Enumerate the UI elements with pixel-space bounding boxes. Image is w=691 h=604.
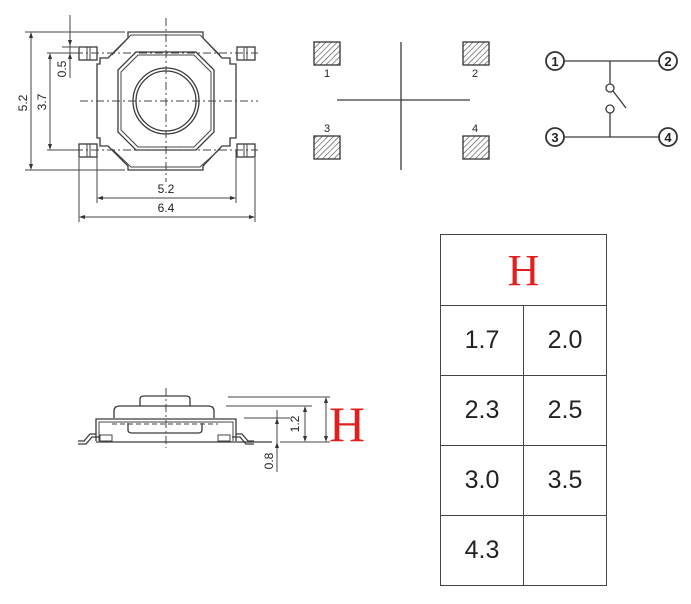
height-options-table: H 1.7 2.0 2.3 2.5 3.0 3.5 4.3 [440,234,607,586]
pad-1 [313,41,341,66]
terminal-2 [658,51,678,71]
table-row: 1.7 2.0 [440,305,607,376]
body-outline [96,31,237,171]
dim-pad-pitch: 3.7 [35,93,49,110]
table-cell: 2.3 [440,375,524,446]
pad-4 [462,135,490,160]
table-cell: 2.5 [523,375,607,446]
terminal-label-2: 2 [664,54,671,69]
lead-left [78,436,100,445]
pad-3 [313,135,341,160]
pad-2 [462,41,490,66]
pad-label-1: 1 [324,68,330,80]
table-cell: 3.5 [523,445,607,516]
dim-body-height: 1.2 [288,415,302,432]
dim-pad-width: 0.5 [55,60,69,77]
actuator-side [113,405,215,418]
switch-schematic: 1 2 3 4 [545,51,678,147]
frame-side [95,418,237,441]
side-view: 1.2 0.8 H [78,388,365,472]
table-cell: 4.3 [440,515,524,586]
table-header-h: H [440,234,607,306]
table-row: 4.3 [440,515,607,586]
pad-layout: 1 2 3 4 [313,41,490,170]
dim-overall-height: 5.2 [16,94,30,111]
terminal-1 [545,51,565,71]
actuator-frame [117,51,215,151]
pad-label-4: 4 [472,123,478,135]
switch-lever [612,90,627,109]
table-cell: 1.7 [440,305,524,376]
terminal-label-1: 1 [551,54,558,69]
dim-overall-width: 6.4 [158,201,175,215]
dim-body-width: 5.2 [158,182,175,196]
lead-right [232,436,254,445]
terminal-3 [545,127,565,147]
terminal-4 [658,127,678,147]
terminal-label-4: 4 [664,130,672,145]
button-cap [139,395,191,406]
table-row: 3.0 3.5 [440,445,607,516]
contact-upper [605,83,615,93]
top-view: 5.2 3.7 0.5 5.2 6.4 [16,15,258,222]
table-cell: 2.0 [523,305,607,376]
contact-lower [605,104,615,114]
pad-label-3: 3 [324,123,330,135]
pad-label-2: 2 [472,68,478,80]
height-label-h: H [329,396,365,452]
table-row: 2.3 2.5 [440,375,607,446]
table-cell-empty [523,515,607,586]
terminal-label-3: 3 [551,130,558,145]
dim-standoff: 0.8 [262,452,276,469]
table-cell: 3.0 [440,445,524,516]
